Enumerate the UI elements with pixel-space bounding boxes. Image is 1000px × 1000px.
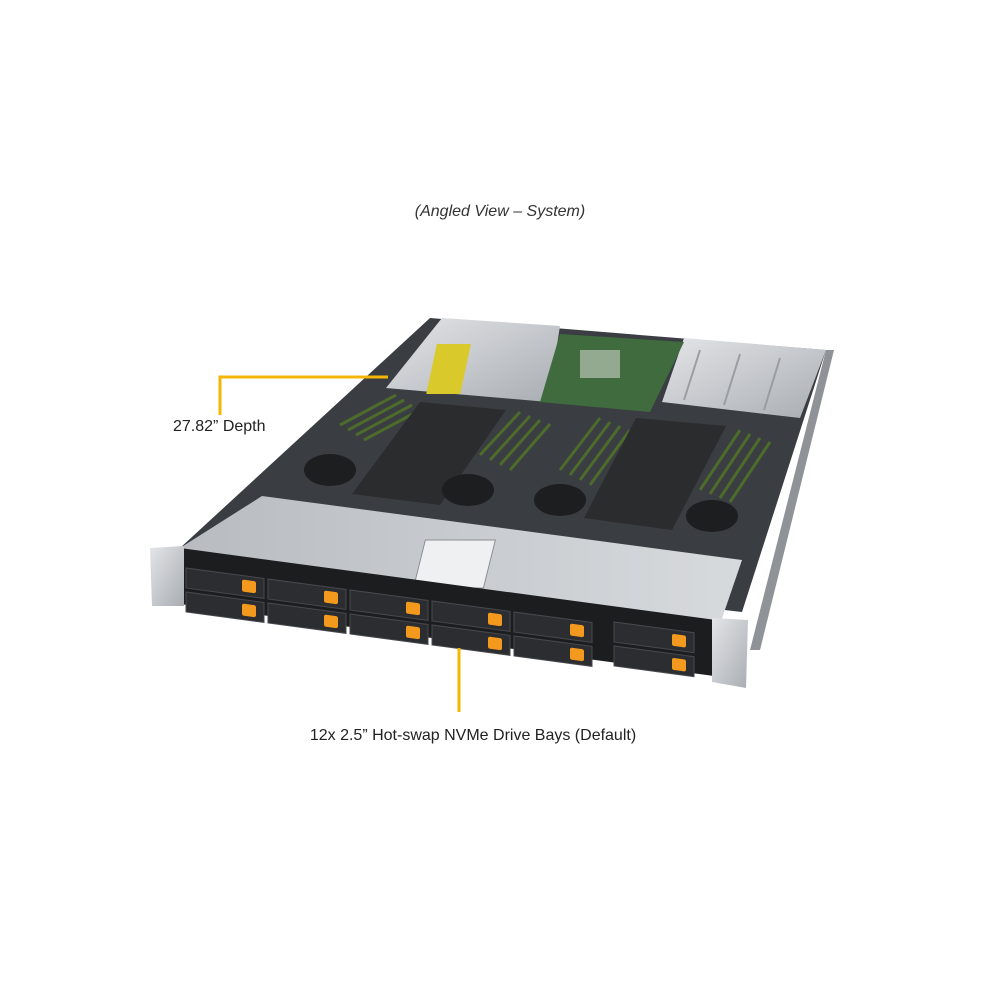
drive-bay	[513, 635, 593, 667]
depth-leader-line	[218, 375, 388, 415]
drive-bay	[431, 624, 511, 656]
drive-bay	[613, 645, 695, 678]
drive-bay	[267, 602, 347, 634]
riser-cage	[386, 318, 560, 402]
drive-bay	[431, 600, 511, 632]
depth-callout-label: 27.82” Depth	[173, 418, 266, 435]
chassis-side-rail	[750, 350, 834, 650]
dimm-bank-left	[339, 393, 552, 471]
rack-ear-left	[150, 546, 184, 606]
drive-bays	[185, 567, 695, 678]
drive-bay	[349, 613, 429, 645]
drive-bays-callout-label: 12x 2.5” Hot-swap NVMe Drive Bays (Defau…	[309, 727, 637, 744]
cpu-shroud-right	[584, 418, 726, 530]
drive-bay	[267, 578, 347, 610]
psu-cage	[662, 338, 826, 418]
drive-bay	[513, 611, 593, 643]
service-label	[412, 539, 496, 589]
cpu-shroud-left	[352, 402, 506, 505]
dimm-bank-right	[558, 417, 772, 503]
drive-bay	[185, 591, 265, 623]
fan-row	[304, 454, 738, 532]
drive-bay	[185, 567, 265, 599]
riser-card	[426, 344, 471, 394]
rack-ear-right	[712, 618, 748, 688]
drive-bay	[349, 589, 429, 621]
drive-bay	[613, 621, 695, 654]
figure-caption: (Angled View – System)	[414, 203, 586, 220]
